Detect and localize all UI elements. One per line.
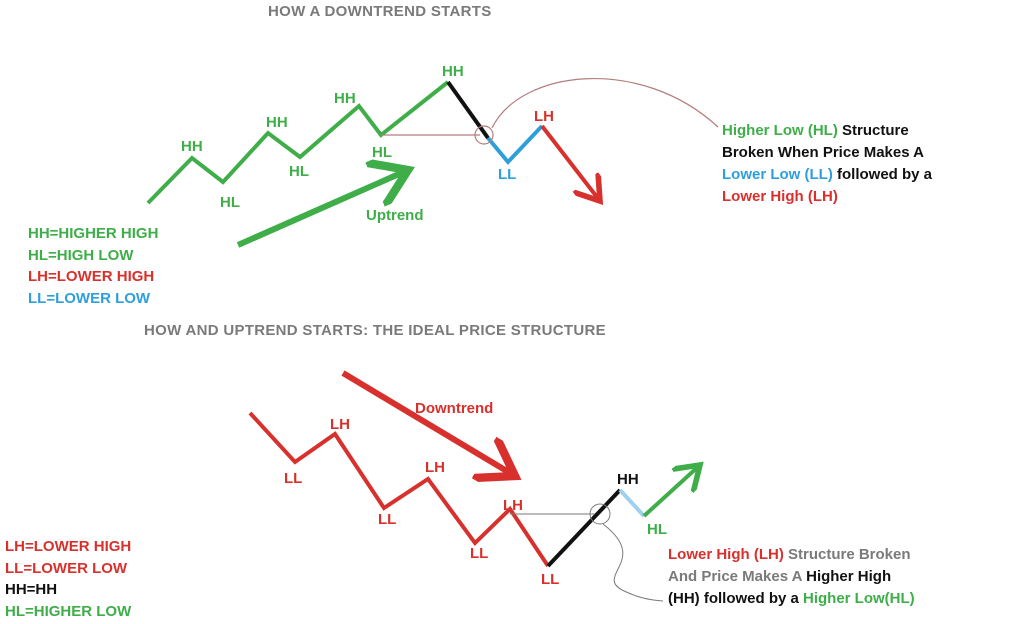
top-label-lh: LH xyxy=(534,108,554,125)
top-legend-hl: HL=HIGH LOW xyxy=(28,246,134,264)
top-legend: HH=HIGHER HIGH HL=HIGH LOW LH=LOWER HIGH… xyxy=(28,223,158,309)
top-note-line-4: Lower High (LH) xyxy=(722,188,838,205)
top-lower-high-arrow xyxy=(540,124,600,201)
bottom-label-lh-1: LH xyxy=(330,416,350,433)
bottom-legend-hh: HH=HH xyxy=(5,581,58,598)
top-break-leg xyxy=(446,80,490,140)
bottom-label-hl: HL xyxy=(647,521,667,538)
top-callout-curve xyxy=(491,78,719,129)
bottom-downtrend-zigzag xyxy=(248,411,550,568)
bottom-note: Lower High (LH) Structure Broken And Pri… xyxy=(668,544,915,610)
bottom-label-ll-1: LL xyxy=(284,470,302,487)
bottom-label-ll-4: LL xyxy=(541,571,559,588)
top-uptrend-zigzag xyxy=(146,80,450,205)
bottom-label-hh: HH xyxy=(617,471,639,488)
top-uptrend-arrow xyxy=(236,170,408,248)
top-note-line-1: Higher Low (HL) Structure xyxy=(722,122,909,139)
bottom-break-circle xyxy=(589,503,611,525)
bottom-note-line-3: (HH) followed by a Higher Low(HL) xyxy=(668,590,915,607)
top-lower-low-leg xyxy=(486,124,544,166)
bottom-uptrend-arrow xyxy=(642,465,700,518)
bottom-higher-low-leg xyxy=(618,488,646,518)
top-label-ll: LL xyxy=(498,166,516,183)
top-label-hh-2: HH xyxy=(266,114,288,131)
bottom-trend-label: Downtrend xyxy=(415,400,493,417)
top-label-hh-4: HH xyxy=(442,63,464,80)
bottom-legend: LH=LOWER HIGH LL=LOWER LOW HH=HH HL=HIGH… xyxy=(5,536,131,622)
bottom-note-line-2: And Price Makes A Higher High xyxy=(668,568,892,585)
bottom-break-leg xyxy=(546,488,622,568)
top-label-hl-2: HL xyxy=(289,163,309,180)
bottom-note-line-1: Lower High (LH) Structure Broken xyxy=(668,546,911,563)
top-label-hh-3: HH xyxy=(334,90,356,107)
top-title: HOW A DOWNTREND STARTS xyxy=(268,3,492,20)
bottom-title: HOW AND UPTREND STARTS: THE IDEAL PRICE … xyxy=(144,322,606,339)
bottom-callout-curve xyxy=(602,523,664,602)
top-legend-ll: LL=LOWER LOW xyxy=(28,289,151,307)
bottom-downtrend-arrow xyxy=(341,370,515,476)
top-note: Higher Low (HL) Structure Broken When Pr… xyxy=(722,120,932,208)
top-note-line-2: Broken When Price Makes A xyxy=(722,144,925,161)
bottom-label-lh-2: LH xyxy=(425,459,445,476)
bottom-legend-lh: LH=LOWER HIGH xyxy=(5,538,132,555)
top-label-hh-1: HH xyxy=(181,138,203,155)
top-label-hl-1: HL xyxy=(220,194,240,211)
top-trend-label: Uptrend xyxy=(366,207,424,224)
top-legend-hh: HH=HIGHER HIGH xyxy=(28,225,159,242)
bottom-legend-hl: HL=HIGHER LOW xyxy=(5,602,132,620)
bottom-label-ll-2: LL xyxy=(378,511,396,528)
top-legend-lh: LH=LOWER HIGH xyxy=(28,268,155,285)
top-note-line-3: Lower Low (LL) followed by a xyxy=(722,166,933,183)
top-label-hl-3: HL xyxy=(372,144,392,161)
top-break-circle xyxy=(474,125,494,145)
bottom-label-lh-3: LH xyxy=(503,497,523,514)
bottom-legend-ll: LL=LOWER LOW xyxy=(5,559,128,577)
bottom-label-ll-3: LL xyxy=(470,545,488,562)
